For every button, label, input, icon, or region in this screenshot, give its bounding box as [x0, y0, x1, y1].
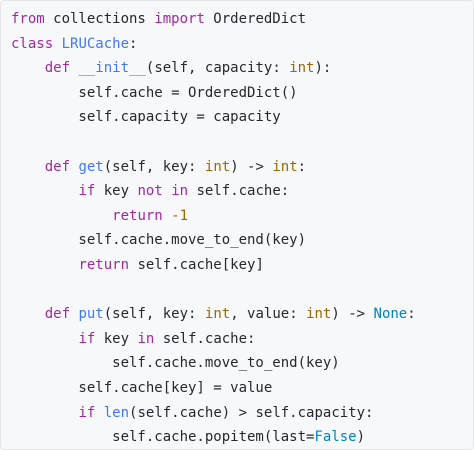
code-token: [11, 208, 112, 224]
code-token: [11, 183, 78, 199]
code-token: int: [272, 158, 298, 175]
code-token: return: [78, 256, 130, 273]
code-line: if key not in self.cache:: [11, 179, 473, 204]
code-token: LRUCache: [61, 35, 130, 52]
code-line: def get(self, key: int) -> int:: [11, 155, 473, 180]
code-token: self.cache:: [154, 330, 256, 347]
code-token: None: [373, 306, 408, 323]
code-token: key: [95, 330, 138, 347]
code-token: self.cache.move_to_end(key): [11, 355, 340, 372]
code-line: return self.cache[key]: [11, 253, 473, 278]
code-token: collections: [44, 11, 155, 27]
code-token: in: [137, 330, 155, 347]
code-token: import: [154, 11, 205, 27]
code-token: self.cache = OrderedDict(): [11, 84, 298, 101]
code-line: class LRUCache:: [11, 32, 473, 57]
code-token: get: [78, 158, 104, 175]
code-token: def: [44, 60, 71, 77]
code-token: ) ->: [230, 158, 273, 175]
code-token: if: [78, 404, 96, 421]
code-token: [11, 306, 45, 322]
code-token: return: [112, 207, 163, 224]
code-line: def __init__(self, capacity: int):: [11, 56, 473, 81]
code-token: int: [204, 158, 231, 175]
code-token: in: [171, 183, 189, 200]
code-token: [163, 208, 171, 224]
code-token: __init__: [78, 60, 146, 77]
code-token: (self, capacity:: [145, 60, 290, 77]
code-token: :: [129, 35, 138, 52]
code-token: len: [103, 404, 130, 421]
code-line: self.cache = OrderedDict(): [11, 81, 473, 106]
code-token: [53, 36, 61, 52]
code-token: if: [78, 183, 96, 200]
code-line: self.cache.popitem(last=False): [11, 425, 473, 449]
code-token: , value:: [230, 306, 307, 323]
code-token: class: [11, 35, 54, 52]
code-token: put: [78, 306, 104, 323]
code-token: :: [407, 306, 416, 323]
code-token: OrderedDict: [204, 11, 307, 27]
code-token: int: [306, 306, 332, 323]
code-token: [163, 183, 171, 199]
code-line: return -1: [11, 204, 473, 229]
code-line: self.cache[key] = value: [11, 376, 473, 401]
code-token: ) ->: [331, 306, 374, 323]
code-token: ): [356, 429, 366, 446]
code-token: [11, 159, 45, 175]
code-line: if key in self.cache:: [11, 327, 473, 352]
code-line: self.cache.move_to_end(key): [11, 228, 473, 253]
code-token: int: [204, 306, 231, 323]
code-token: (self, key:: [103, 306, 205, 323]
code-token: (self.cache) > self.capacity:: [129, 404, 374, 421]
code-token: :: [297, 158, 307, 175]
code-token: self.capacity = capacity: [11, 109, 281, 126]
code-token: False: [314, 429, 357, 446]
code-token: self.cache.popitem(last=: [11, 429, 315, 446]
code-line: self.capacity = capacity: [11, 105, 473, 130]
code-token: [11, 331, 78, 347]
code-token: from: [11, 11, 45, 27]
code-line: from collections import OrderedDict: [11, 7, 473, 32]
code-token: key: [95, 183, 138, 200]
code-token: not: [137, 183, 163, 200]
code-token: self.cache[key] = value: [11, 379, 273, 396]
code-line: self.cache.move_to_end(key): [11, 351, 473, 376]
code-token: -1: [171, 207, 189, 224]
code-token: def: [44, 158, 71, 175]
code-line: [11, 130, 473, 155]
code-token: self.cache.move_to_end(key): [11, 232, 307, 249]
code-token: [11, 405, 78, 421]
code-token: self.cache[key]: [129, 256, 264, 273]
code-token: int: [289, 60, 315, 77]
code-token: [11, 60, 45, 76]
code-line: if len(self.cache) > self.capacity:: [11, 401, 473, 426]
code-line: [11, 278, 473, 303]
code-token: ):: [314, 60, 332, 77]
code-token: [95, 405, 103, 421]
code-line: def put(self, key: int, value: int) -> N…: [11, 302, 473, 327]
code-token: if: [78, 330, 96, 347]
code-token: (self, key:: [103, 158, 205, 175]
code-token: [11, 257, 78, 273]
code-token: self.cache:: [188, 183, 290, 200]
code-token: def: [44, 306, 71, 323]
